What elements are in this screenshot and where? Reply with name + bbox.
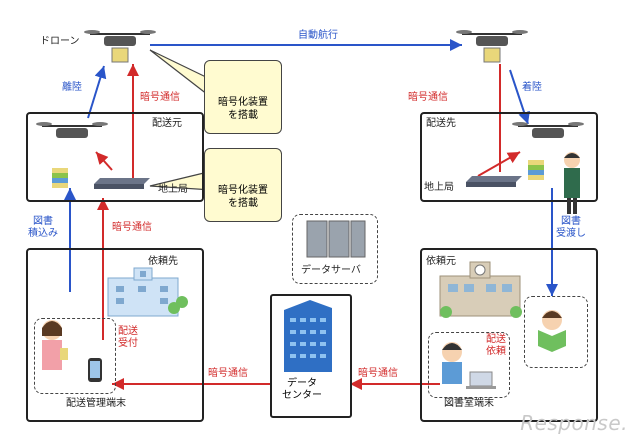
enc-arrow-ground-drone-left bbox=[95, 151, 113, 171]
enc-label-2: 暗号通信 bbox=[408, 92, 448, 103]
delivery-request-label: 配送 依頼 bbox=[486, 334, 506, 357]
drone-icon bbox=[84, 30, 156, 63]
auto-flight-label: 自動航行 bbox=[298, 30, 338, 41]
person-icon bbox=[42, 320, 68, 370]
book-loading-label: 図書 積込み bbox=[28, 216, 58, 239]
ground-station-icon bbox=[466, 176, 522, 187]
books-icon bbox=[52, 168, 68, 188]
books-icon bbox=[528, 160, 544, 180]
enc-label-4: 暗号通信 bbox=[208, 368, 248, 379]
enc-device-label-2: 暗号化装置 を搭載 bbox=[218, 185, 268, 209]
requester-label: 依頼元 bbox=[426, 256, 456, 267]
takeoff-arrow bbox=[87, 65, 107, 119]
ground-station-left-label: 地上局 bbox=[158, 184, 188, 195]
server-rack-icon bbox=[306, 220, 366, 258]
enc-arrow-ground-drone-right bbox=[477, 151, 521, 177]
requester-reading-bubble bbox=[524, 296, 588, 368]
laptop-icon bbox=[466, 371, 496, 389]
delivery-terminal-label: 配送管理端末 bbox=[66, 398, 126, 409]
origin-label: 配送元 bbox=[152, 118, 182, 129]
ground-station-icon bbox=[94, 178, 150, 189]
delivery-accept-label: 配送 受付 bbox=[118, 326, 138, 349]
drone-label: ドローン bbox=[40, 36, 80, 47]
enc-device-callout-1: 暗号化装置 を搭載 bbox=[204, 60, 282, 134]
requestee-label: 依頼先 bbox=[148, 256, 178, 267]
drone-icon bbox=[456, 30, 528, 63]
enc-device-callout-2: 暗号化装置 を搭載 bbox=[204, 148, 282, 222]
data-center-box bbox=[270, 294, 352, 418]
smartphone-icon bbox=[88, 358, 102, 382]
book-handover-label: 図書 受渡し bbox=[556, 216, 586, 239]
child-reading-icon bbox=[538, 310, 566, 352]
data-server-callout: データサーバ bbox=[292, 214, 378, 284]
person-icon bbox=[442, 342, 462, 384]
drone-icon bbox=[36, 122, 108, 138]
enc-label-1: 暗号通信 bbox=[140, 92, 180, 103]
watermark-text: Response. bbox=[520, 411, 628, 435]
destination-label: 配送先 bbox=[426, 118, 456, 129]
requester-box bbox=[420, 248, 598, 422]
ground-station-right-label: 地上局 bbox=[424, 182, 454, 193]
school-building-icon bbox=[439, 261, 522, 318]
landing-label: 着陸 bbox=[522, 82, 542, 93]
data-center-label: データ センター bbox=[282, 378, 322, 401]
hospital-building-icon bbox=[107, 267, 188, 317]
drone-icon bbox=[512, 122, 584, 138]
enc-device-label-1: 暗号化装置 を搭載 bbox=[218, 97, 268, 121]
requestee-terminal-bubble bbox=[34, 318, 116, 394]
takeoff-label: 離陸 bbox=[62, 82, 82, 93]
requester-terminal-bubble bbox=[428, 332, 510, 398]
person-icon bbox=[564, 152, 580, 214]
library-terminal-label: 図書室端末 bbox=[444, 398, 494, 409]
origin-box bbox=[26, 112, 204, 202]
enc-label-5: 暗号通信 bbox=[358, 368, 398, 379]
data-server-label: データサーバ bbox=[301, 265, 361, 276]
destination-box bbox=[420, 112, 598, 202]
enc-label-3: 暗号通信 bbox=[112, 222, 152, 233]
office-building-icon bbox=[284, 300, 332, 372]
landing-arrow bbox=[509, 69, 530, 125]
requestee-box bbox=[26, 248, 204, 422]
